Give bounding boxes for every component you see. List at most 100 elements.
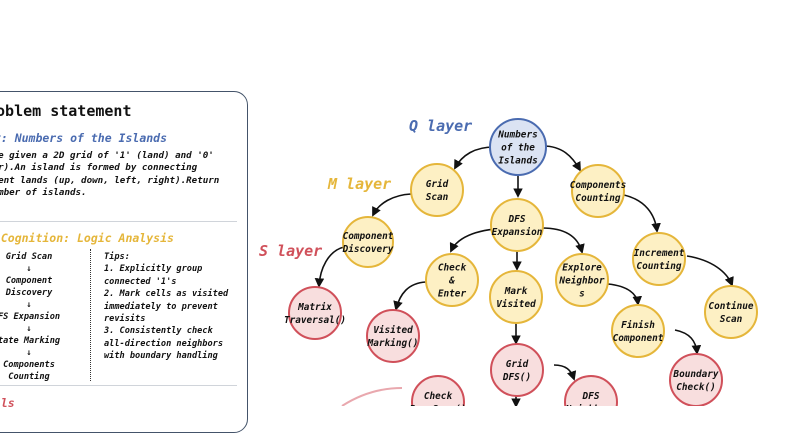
node-label: Visited: [496, 299, 536, 310]
node-circle: [564, 375, 618, 406]
node-label: Boundary: [672, 369, 719, 380]
divider: [0, 221, 237, 222]
problem-description: are given a 2D grid of '1' (land) and '0…: [0, 150, 237, 199]
node-circle: [410, 163, 464, 217]
step-item: Components: [3, 360, 55, 370]
node-label: Enter: [438, 289, 467, 300]
panel-title: roblem statement: [0, 102, 132, 120]
connector-arrow: [542, 145, 581, 172]
tips-list: Tips: 1. Explicitly group connected '1's…: [104, 251, 244, 363]
connector-arrow: [314, 246, 345, 288]
step-item: tate Marking: [0, 336, 61, 346]
problem-line: number of islands.: [0, 186, 87, 198]
node-label: Scan: [426, 192, 449, 203]
tips-line: with boundary handling: [104, 351, 218, 362]
tips-line: 1. Explicitly group: [104, 264, 203, 275]
node-check-boundary: CheckBoarScan(): [409, 375, 466, 406]
tips-line: immediately to prevent: [104, 301, 218, 312]
node-label: Marking(): [367, 338, 419, 349]
step-item: Grid Scan: [5, 252, 53, 262]
node-dfs-expansion: DFS Expansion: [490, 198, 544, 252]
step-arrow: ↓: [26, 264, 32, 274]
q-layer-label: Q layer: [409, 117, 473, 135]
node-label: Explore: [562, 263, 602, 274]
node-label: Traversal(): [284, 315, 346, 326]
node-circle: [704, 285, 758, 339]
node-label: Increment: [634, 248, 685, 259]
connector-arrow: [674, 329, 702, 355]
edges-group: [314, 145, 734, 406]
logic-steps: Grid Scan ↓ Component Discovery ↓ FS Exp…: [0, 251, 71, 383]
node-label: Expansion: [492, 227, 543, 238]
node-label: Continue: [708, 301, 754, 312]
node-circle: [669, 353, 723, 406]
node-label: DFS: [508, 214, 526, 225]
node-circle: [611, 304, 665, 358]
node-circle: [489, 270, 543, 324]
node-label: Matrix: [297, 302, 332, 313]
divider: [0, 385, 237, 386]
tips-line: all-direction neighbors: [104, 338, 223, 349]
decorative-curve: [341, 387, 403, 406]
meta-cognition-title: a Cognition: Logic Analysis: [0, 231, 174, 245]
node-check-and-enter: Check&Enter: [425, 253, 479, 307]
tips-line: 2. Mark cells as visited: [104, 289, 229, 300]
tips-line: revisits: [104, 314, 146, 325]
step-item: FS Expansion: [0, 312, 61, 322]
node-label: Counting: [636, 261, 682, 272]
step-item: Component: [5, 276, 53, 286]
node-label: Discovery: [342, 244, 394, 255]
node-label: Check: [424, 391, 453, 402]
connector-arrow: [541, 227, 585, 254]
node-label: Grid: [506, 359, 529, 370]
step-arrow: ↓: [26, 348, 32, 358]
node-label: of the: [501, 143, 535, 154]
step-item: Counting: [8, 372, 50, 382]
node-label: Counting: [575, 193, 621, 204]
step-item: Discovery: [5, 288, 53, 298]
m-layer-label: M layer: [328, 175, 392, 193]
tips-line: 3. Consistently check: [104, 326, 213, 337]
node-circle: [288, 286, 342, 340]
node-label: Islands: [498, 156, 538, 167]
node-label: Component: [343, 231, 394, 242]
node-circle: [555, 253, 609, 307]
step-arrow: ↓: [26, 324, 32, 334]
node-label: Check(): [676, 382, 716, 393]
node-circle: [571, 164, 625, 218]
node-circle: [490, 343, 544, 397]
connector-arrow: [553, 364, 577, 381]
node-label: DFS: [582, 391, 600, 402]
connector-arrow: [393, 281, 427, 311]
step-arrow: ↓: [26, 300, 32, 310]
problem-line: are given a 2D grid of '1' (land) and '0…: [0, 150, 214, 161]
node-label: Components: [570, 180, 627, 191]
connector-arrow: [623, 194, 661, 233]
dotted-separator: [90, 249, 91, 381]
node-label: Numbers: [497, 130, 538, 141]
node-label: Neighbor: [558, 276, 605, 287]
node-circle: [632, 232, 686, 286]
node-circle: [425, 253, 479, 307]
node-label: s: [579, 289, 585, 300]
node-label: DFS(): [502, 372, 531, 383]
query-title: ry: Numbers of the Islands: [0, 131, 168, 145]
node-label: Mark: [504, 286, 528, 297]
connector-arrow: [607, 283, 643, 306]
s-layer-label: S layer: [259, 242, 323, 260]
node-circle: [366, 309, 420, 363]
tips-line: connected '1's: [104, 276, 177, 287]
